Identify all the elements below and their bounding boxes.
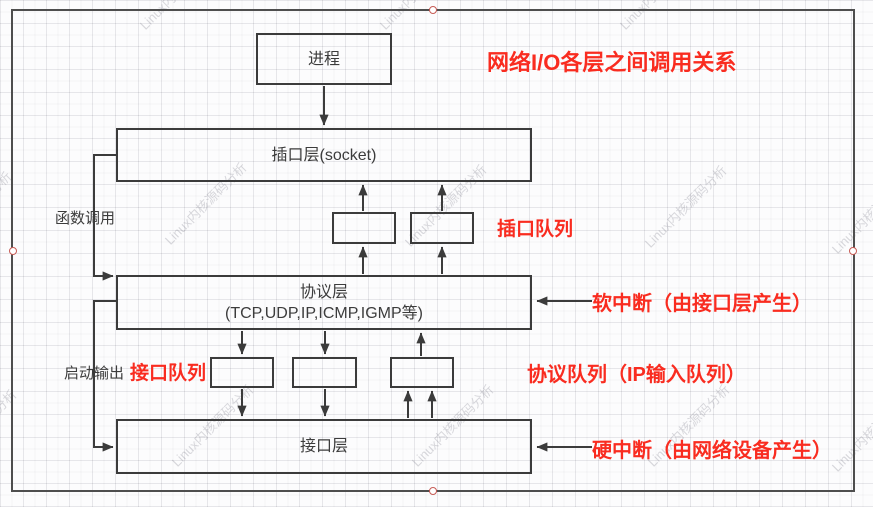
arrow-function-call-elbow — [93, 154, 117, 281]
label-start-output: 启动输出 — [64, 365, 125, 382]
label-protocol-queue: 协议队列（IP输入队列） — [527, 364, 746, 386]
label-interface-queue: 接口队列 — [130, 363, 207, 384]
socket-queue-box-2 — [410, 212, 474, 244]
interface-queue-box-3 — [390, 357, 454, 388]
box-protocol-layer-label-line2: (TCP,UDP,IP,ICMP,IGMP等) — [225, 304, 423, 322]
selection-handle-right[interactable] — [849, 246, 857, 255]
diagram-title: 网络I/O各层之间调用关系 — [487, 50, 737, 75]
arrow-start-output-elbow — [93, 300, 117, 452]
interface-queue-box-1 — [210, 357, 274, 388]
label-hard-interrupt: 硬中断（由网络设备产生） — [592, 440, 832, 462]
box-protocol-layer-label-line1: 协议层 — [299, 283, 348, 301]
selection-rectangle — [9, 6, 857, 495]
box-interface-layer-label: 接口层 — [299, 438, 348, 455]
box-socket-layer: 插口层(socket) — [116, 128, 532, 182]
selection-handle-left[interactable] — [9, 246, 17, 255]
label-function-call: 函数调用 — [55, 210, 116, 227]
interface-queue-box-2 — [292, 357, 357, 388]
socket-queue-box-1 — [332, 212, 396, 244]
label-socket-queue: 插口队列 — [497, 219, 574, 240]
selection-handle-bottom[interactable] — [429, 487, 437, 495]
box-process: 进程 — [256, 33, 392, 85]
box-process-label: 进程 — [307, 50, 340, 68]
box-interface-layer: 接口层 — [116, 419, 532, 474]
label-soft-interrupt: 软中断（由接口层产生） — [592, 293, 812, 315]
box-protocol-layer: 协议层 (TCP,UDP,IP,ICMP,IGMP等) — [116, 275, 532, 330]
box-socket-layer-label: 插口层(socket) — [271, 146, 377, 164]
selection-handle-top[interactable] — [429, 6, 437, 14]
